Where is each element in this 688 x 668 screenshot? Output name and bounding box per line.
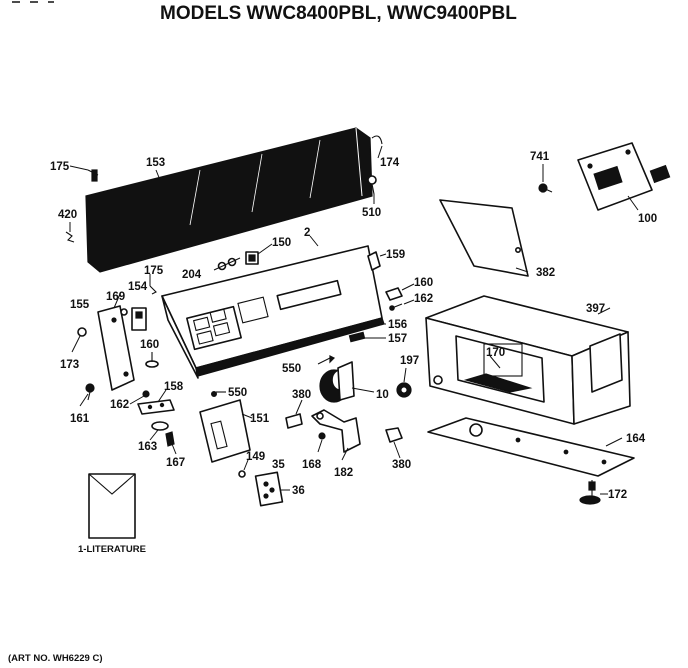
label-550-upper: 550 (282, 363, 301, 375)
label-510: 510 (362, 207, 381, 219)
label-204: 204 (182, 269, 202, 281)
label-174: 174 (380, 157, 400, 169)
label-150: 150 (272, 237, 291, 249)
screw-510 (367, 175, 377, 195)
label-10: 10 (376, 389, 389, 401)
label-2: 2 (304, 227, 310, 239)
screw-175 (87, 169, 99, 182)
label-153: 153 (146, 157, 165, 169)
label-161: 161 (70, 413, 90, 425)
label-35: 35 (272, 459, 285, 471)
switch-150 (245, 251, 259, 265)
end-cap-155 (97, 305, 135, 391)
label-382: 382 (536, 267, 555, 279)
label-160-right: 160 (414, 277, 433, 289)
clip-162-left (142, 390, 150, 398)
base-plate-164 (427, 417, 635, 477)
label-162-left: 162 (110, 399, 129, 411)
screw-173 (77, 327, 87, 337)
label-175-left: 175 (144, 265, 164, 277)
label-173: 173 (60, 359, 79, 371)
label-167: 167 (166, 457, 185, 469)
control-panel-housing (161, 245, 385, 379)
label-151: 151 (250, 413, 270, 425)
cover-panel-382 (439, 199, 529, 277)
label-175: 175 (50, 161, 70, 173)
label-154: 154 (128, 281, 148, 293)
label-397: 397 (586, 303, 605, 315)
screw-550-lower (211, 391, 226, 398)
literature-label: 1-LITERATURE (78, 544, 146, 555)
clip-380-left (285, 413, 303, 429)
label-149: 149 (246, 451, 265, 463)
clip-157 (348, 331, 366, 343)
clip-175-left (149, 285, 157, 295)
label-36: 36 (292, 485, 305, 497)
label-170: 170 (486, 347, 505, 359)
timer-10 (319, 361, 355, 403)
leader-lines (69, 145, 639, 495)
label-158: 158 (164, 381, 184, 393)
label-197: 197 (400, 355, 419, 367)
bracket-159 (367, 251, 381, 271)
label-741: 741 (530, 151, 550, 163)
label-380-right: 380 (392, 459, 411, 471)
control-board-100 (577, 142, 671, 211)
bracket-182 (311, 409, 361, 453)
label-182: 182 (334, 467, 353, 479)
label-420: 420 (58, 209, 77, 221)
clip-174 (371, 135, 383, 145)
screw-149 (238, 470, 246, 478)
label-168: 168 (302, 459, 322, 471)
latch-plate-158 (137, 399, 175, 415)
clip-380-right (385, 427, 403, 443)
label-157: 157 (388, 333, 407, 345)
label-156: 156 (388, 319, 407, 331)
label-172: 172 (608, 489, 627, 501)
screw-741 (538, 183, 553, 193)
screw-550-left (317, 355, 336, 365)
backsplash-panel (85, 127, 373, 273)
label-160-left: 160 (140, 339, 159, 351)
label-163: 163 (138, 441, 157, 453)
screw-162-right (389, 303, 403, 311)
label-164: 164 (626, 433, 646, 445)
housing-plate-151 (199, 399, 251, 463)
clip-204 (213, 257, 241, 271)
label-169: 169 (106, 291, 125, 303)
label-100: 100 (638, 213, 657, 225)
screw-161 (85, 383, 95, 401)
label-550-lower: 550 (228, 387, 247, 399)
screw-168 (318, 432, 326, 440)
art-number: (ART NO. WH6229 C) (8, 653, 102, 664)
literature-envelope (88, 473, 136, 539)
knob-167 (165, 431, 175, 447)
bracket-154 (131, 307, 147, 331)
label-159: 159 (386, 249, 405, 261)
part-labels: 175 153 420 174 510 741 100 150 2 204 15… (50, 151, 657, 501)
leveling-foot-172 (579, 480, 601, 505)
bracket-160-right (385, 287, 403, 301)
control-tower-397 (425, 295, 631, 425)
knob-197 (396, 382, 412, 398)
switch-35 (254, 471, 284, 507)
washer-163 (151, 421, 169, 431)
screw-169 (120, 308, 128, 316)
diagram-title: MODELS WWC8400PBL, WWC9400PBL (160, 3, 517, 24)
clip-420 (65, 231, 75, 243)
spring-160-left (145, 352, 159, 368)
label-380-left: 380 (292, 389, 311, 401)
label-162-right: 162 (414, 293, 433, 305)
label-155: 155 (70, 299, 90, 311)
